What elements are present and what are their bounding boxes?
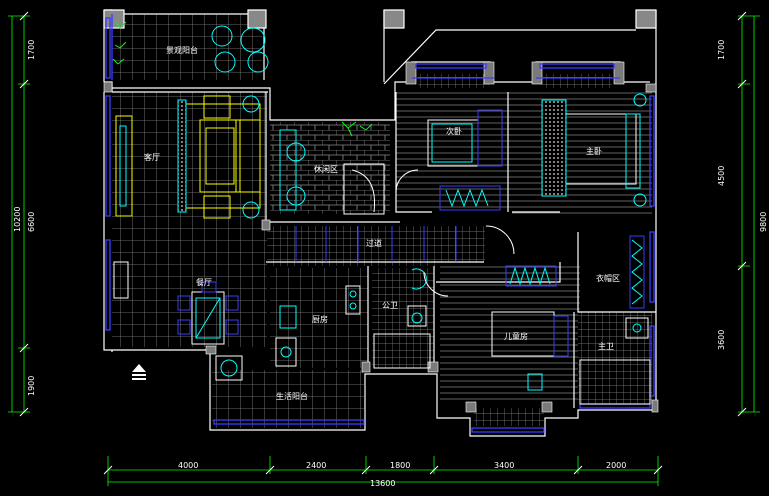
dim-bottom-3: 1800: [390, 461, 410, 470]
dim-left-1: 1700: [27, 40, 36, 60]
label-bedroom: 次卧: [446, 126, 462, 136]
dimension-labels-right: 1700 4500 3600 9800: [717, 40, 768, 350]
label-leisure-area: 休闲区: [314, 164, 338, 174]
label-service-balcony: 生活阳台: [276, 391, 308, 401]
windows: [105, 14, 655, 433]
entrance-marker: [132, 364, 146, 380]
label-living-room: 客厅: [144, 152, 160, 162]
dim-bottom-2: 2400: [306, 461, 326, 470]
dim-bottom-4: 3400: [494, 461, 514, 470]
label-children-room: 儿童房: [504, 331, 528, 341]
walls: [103, 9, 657, 437]
dim-bottom-5: 2000: [606, 461, 626, 470]
dimension-lines: [8, 15, 760, 486]
corridor-partitions: [295, 226, 457, 262]
floor-fills: [112, 14, 652, 428]
dim-left-3: 1900: [27, 376, 36, 396]
dim-right-2: 4500: [717, 166, 726, 186]
dim-bottom-1: 4000: [178, 461, 198, 470]
dimension-labels-bottom: 4000 2400 1800 3400 2000 13600: [178, 461, 626, 488]
label-kitchen: 厨房: [312, 314, 328, 324]
furniture: [112, 21, 651, 405]
room-labels: 景观阳台 客厅 餐厅 休闲区 过道 厨房 公卫 次卧 主卧 衣帽区 儿童房 主卫…: [144, 45, 620, 401]
label-cloakroom: 衣帽区: [596, 273, 620, 283]
dim-left-total: 10200: [13, 207, 22, 232]
label-landscape-balcony: 景观阳台: [166, 45, 198, 55]
label-master-bath: 主卫: [598, 341, 614, 351]
label-public-bath: 公卫: [382, 301, 398, 310]
label-dining-room: 餐厅: [196, 278, 212, 287]
label-master-bedroom: 主卧: [586, 146, 602, 156]
dimension-labels-left: 1700 6600 1900 10200: [13, 40, 36, 396]
label-corridor: 过道: [366, 238, 382, 248]
dim-right-1: 1700: [717, 40, 726, 60]
dim-right-3: 3600: [717, 330, 726, 350]
dim-bottom-total: 13600: [370, 479, 395, 488]
wall-blocks: [103, 61, 659, 413]
dimension-ticks: [19, 11, 747, 475]
dim-right-total: 9800: [759, 212, 768, 232]
dim-left-2: 6600: [27, 212, 36, 232]
